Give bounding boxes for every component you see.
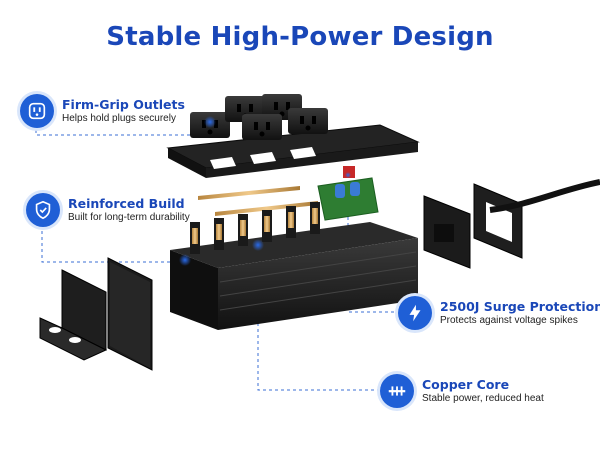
shield-icon (26, 193, 60, 227)
power-inlet-cap (423, 195, 471, 269)
end-cap-panel (107, 257, 153, 371)
guide-line-surge (347, 175, 398, 313)
callout-heading: Copper Core (422, 376, 510, 392)
cord-bracket (473, 183, 523, 259)
socket-contacts (179, 202, 320, 266)
callout-firm-grip-outlets: Firm-Grip Outlets Helps hold plugs secur… (20, 94, 185, 128)
callout-subtext: Built for long-term durability (68, 211, 190, 223)
outlet-modules (190, 94, 328, 140)
callout-subtext: Stable power, reduced heat (422, 392, 544, 404)
page-title: Stable High-Power Design (106, 22, 494, 52)
callout-subtext: Helps hold plugs securely (62, 112, 176, 124)
copper-bus-strips (198, 186, 318, 216)
callout-surge-protection: 2500J Surge Protection Protects against … (398, 296, 600, 330)
guide-line-build (41, 225, 185, 263)
callout-reinforced-build: Reinforced Build Built for long-term dur… (26, 193, 190, 227)
callout-subtext: Protects against voltage spikes (440, 314, 578, 326)
power-cord (489, 179, 600, 213)
lightning-icon (398, 296, 432, 330)
callout-heading: Firm-Grip Outlets (62, 96, 185, 112)
outlet-faceplate (166, 124, 420, 178)
callout-heading: Reinforced Build (68, 195, 185, 211)
mounting-bracket (39, 269, 108, 361)
callout-copper-core: Copper Core Stable power, reduced heat (380, 374, 544, 408)
outlet-icon (20, 94, 54, 128)
surge-pcb (317, 166, 379, 221)
aluminum-housing (170, 222, 418, 330)
copper-bus-icon (380, 374, 414, 408)
callout-heading: 2500J Surge Protection (440, 298, 600, 314)
